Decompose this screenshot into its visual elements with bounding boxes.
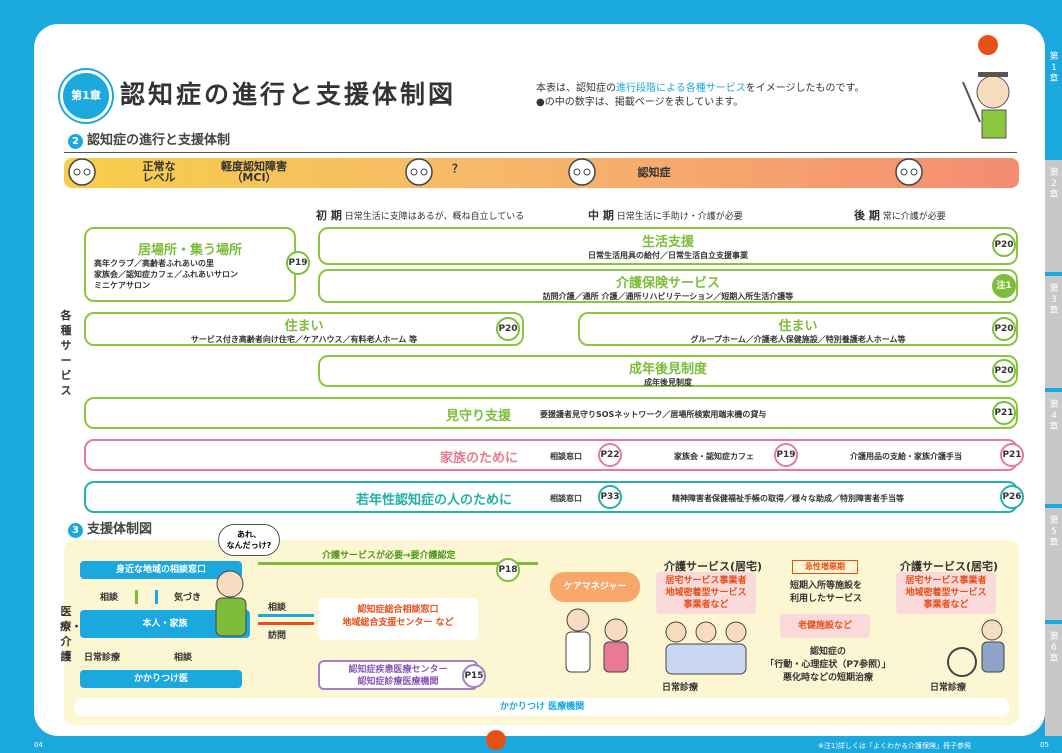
stage-middle: 中 期 日常生活に手助け・介護が必要 xyxy=(588,209,743,222)
elderly-man-illustration xyxy=(215,570,247,637)
question-mark: ？ xyxy=(452,162,463,175)
services-side-label: 各種サービス xyxy=(60,309,72,397)
page-number-left: 04 xyxy=(34,741,43,749)
footnote: ※注1)詳しくは「よくわかる介護保険」冊子参照 xyxy=(818,742,972,750)
home-care-title-1: 介護サービス(居宅) xyxy=(664,560,763,573)
speech-bubble: あれ、 なんだっけ? xyxy=(218,524,280,556)
page-ref-p15[interactable]: P15 xyxy=(462,664,486,688)
label-soudan3: 相談 xyxy=(268,603,287,613)
label-soudan: 相談 xyxy=(100,593,119,603)
medical-care-side-label: 医療・介護 xyxy=(60,605,82,663)
tab-chapter-5[interactable]: 第 5 章 xyxy=(1045,508,1062,620)
medical-center-box: 認知症疾患医療センター 認知症診療医療機関 xyxy=(318,660,478,690)
page-ref-p33[interactable]: P33 xyxy=(598,485,622,509)
teacher-illustration xyxy=(962,72,1010,139)
page-ref-p20[interactable]: P20 xyxy=(992,233,1016,257)
home-provider-box-1: 居宅サービス事業者 地域密着型サービス 事業者など xyxy=(656,572,756,614)
page-ref-p18[interactable]: P18 xyxy=(496,558,520,582)
page-ref-p20[interactable]: P20 xyxy=(496,317,520,341)
jakunen-box: 若年性認知症の人のために 相談窓口 精神障害者保健福祉手帳の取得／様々な助成／特… xyxy=(84,481,1018,513)
progression-band: 正常な レベル 軽度認知障害 （MCI） 認知症 ？ xyxy=(64,158,1019,188)
stage-late: 後 期 常に介護が必要 xyxy=(854,209,946,222)
tab-chapter-2[interactable]: 第 2 章 xyxy=(1045,160,1062,272)
page-footer: 04 ※注1)詳しくは「よくわかる介護保険」冊子参照 05 xyxy=(0,737,1062,753)
care-manager-box: ケアマネジャー xyxy=(550,572,640,602)
seikatsu-box: 生活支援日常生活用具の給付／日常生活自立支援事業 xyxy=(318,227,1018,265)
intro-text: 本表は、認知症の進行段階による各種サービスをイメージしたものです。 ●の中の数字… xyxy=(536,83,865,108)
sumai-box-1: 住まいサービス付き高齢者向け住宅／ケアハウス／有料老人ホーム 等 xyxy=(84,312,524,346)
kouken-box: 成年後見制度成年後見制度 xyxy=(318,355,1018,387)
label-nichijo: 日常診療 xyxy=(84,653,121,663)
page-ref-p22[interactable]: P22 xyxy=(598,443,622,467)
family-medical-institution-bar: かかりつけ 医療機関 xyxy=(74,698,1010,716)
tab-chapter-4[interactable]: 第 4 章 xyxy=(1045,392,1062,504)
page-ref-p19[interactable]: P19 xyxy=(286,251,310,275)
label-nichijo3: 日常診療 xyxy=(930,683,967,693)
label-houmon: 訪問 xyxy=(268,631,287,641)
page-title: 認知症の進行と支援体制図 xyxy=(120,80,457,109)
page-number-right: 05 xyxy=(1040,741,1049,749)
label-soudan2: 相談 xyxy=(174,653,193,663)
elderly-face-icon xyxy=(405,158,433,186)
elderly-face-icon xyxy=(68,158,96,186)
local-consultation-box: 身近な地域の相談窓口 xyxy=(80,561,242,579)
arrow-green-right xyxy=(258,562,538,565)
page-ref-p19[interactable]: P19 xyxy=(774,443,798,467)
level-normal: 正常な レベル xyxy=(142,160,176,184)
stage-early: 初 期 日常生活に支障はあるが、概ね自立している xyxy=(316,209,525,222)
arrow-right-blue xyxy=(258,614,314,617)
bookmark-dot xyxy=(486,730,506,750)
chapter-tabs: 第 1 章 第 2 章 第 3 章 第 4 章 第 5 章 第 6 章 xyxy=(1045,44,1062,736)
page-ref-p21[interactable]: P21 xyxy=(1000,443,1024,467)
short-treatment-label: 認知症の 「行動・心理症状（P7参照）」 悪化時などの短期治療 xyxy=(765,647,891,683)
page-ref-p26[interactable]: P26 xyxy=(1000,485,1024,509)
home-care-title-2: 介護サービス(居宅) xyxy=(900,560,999,573)
divider xyxy=(64,152,1017,153)
tab-chapter-1[interactable]: 第 1 章 xyxy=(1045,44,1062,156)
page-ref-p20[interactable]: P20 xyxy=(992,317,1016,341)
short-stay-label: 短期入所等施設を 利用したサービス xyxy=(789,581,862,604)
family-doctor-box: かかりつけ医 xyxy=(80,670,242,688)
arrow-up-green xyxy=(135,590,138,604)
sumai-box-2: 住まいグループホーム／介護老人保健施設／特別養護老人ホーム等 xyxy=(578,312,1018,346)
page-ref-p21[interactable]: P21 xyxy=(992,401,1016,425)
home-provider-box-2: 居宅サービス事業者 地域密着型サービス 事業者など xyxy=(896,572,996,614)
rouken-box: 老健施設など xyxy=(780,614,870,638)
chapter-badge: 第1章 xyxy=(60,70,112,122)
elderly-face-icon xyxy=(568,158,596,186)
acute-phase-label: 急性増悪期 xyxy=(792,560,858,574)
label-nichijo2: 日常診療 xyxy=(662,683,699,693)
kazoku-box: 家族のために 相談窓口 家族会・認知症カフェ 介護用品の支給・家族介護手当 xyxy=(84,439,1018,471)
care-team-illustration xyxy=(565,608,629,673)
label-kizuki: 気づき xyxy=(174,593,202,603)
level-mci: 軽度認知障害 （MCI） xyxy=(221,160,287,184)
comprehensive-center-box: 認知症総合相談窓口 地域総合支援センター など xyxy=(318,598,478,640)
page-ref-p20[interactable]: P20 xyxy=(992,359,1016,383)
certification-arrow-label: 介護サービスが必要→要介護認定 xyxy=(322,551,456,561)
bookmark-dot xyxy=(978,35,998,55)
kaigo-box: 介護保険サービス訪問介護／通所 介護／通所リハビリテーション／短期入所生活介護等 xyxy=(318,269,1018,303)
mimamori-box: 見守り支援 要援護者見守りSOSネットワーク／居場所検索用端末機の貸与 xyxy=(84,397,1018,429)
family-group-illustration xyxy=(665,621,747,675)
elderly-face-icon xyxy=(895,158,923,186)
note-1-badge: 注1 xyxy=(992,274,1016,298)
tab-chapter-6[interactable]: 第 6 章 xyxy=(1045,624,1062,736)
wheelchair-illustration xyxy=(947,619,1005,677)
tab-chapter-3[interactable]: 第 3 章 xyxy=(1045,276,1062,388)
ibasho-box: 居場所・集う場所 高年クラブ／高齢者ふれあいの里家族会／認知症カフェ／ふれあいサ… xyxy=(84,227,296,302)
arrow-left-red xyxy=(258,622,314,625)
arrow-down-blue xyxy=(155,590,158,604)
level-dementia: 認知症 xyxy=(637,166,671,179)
